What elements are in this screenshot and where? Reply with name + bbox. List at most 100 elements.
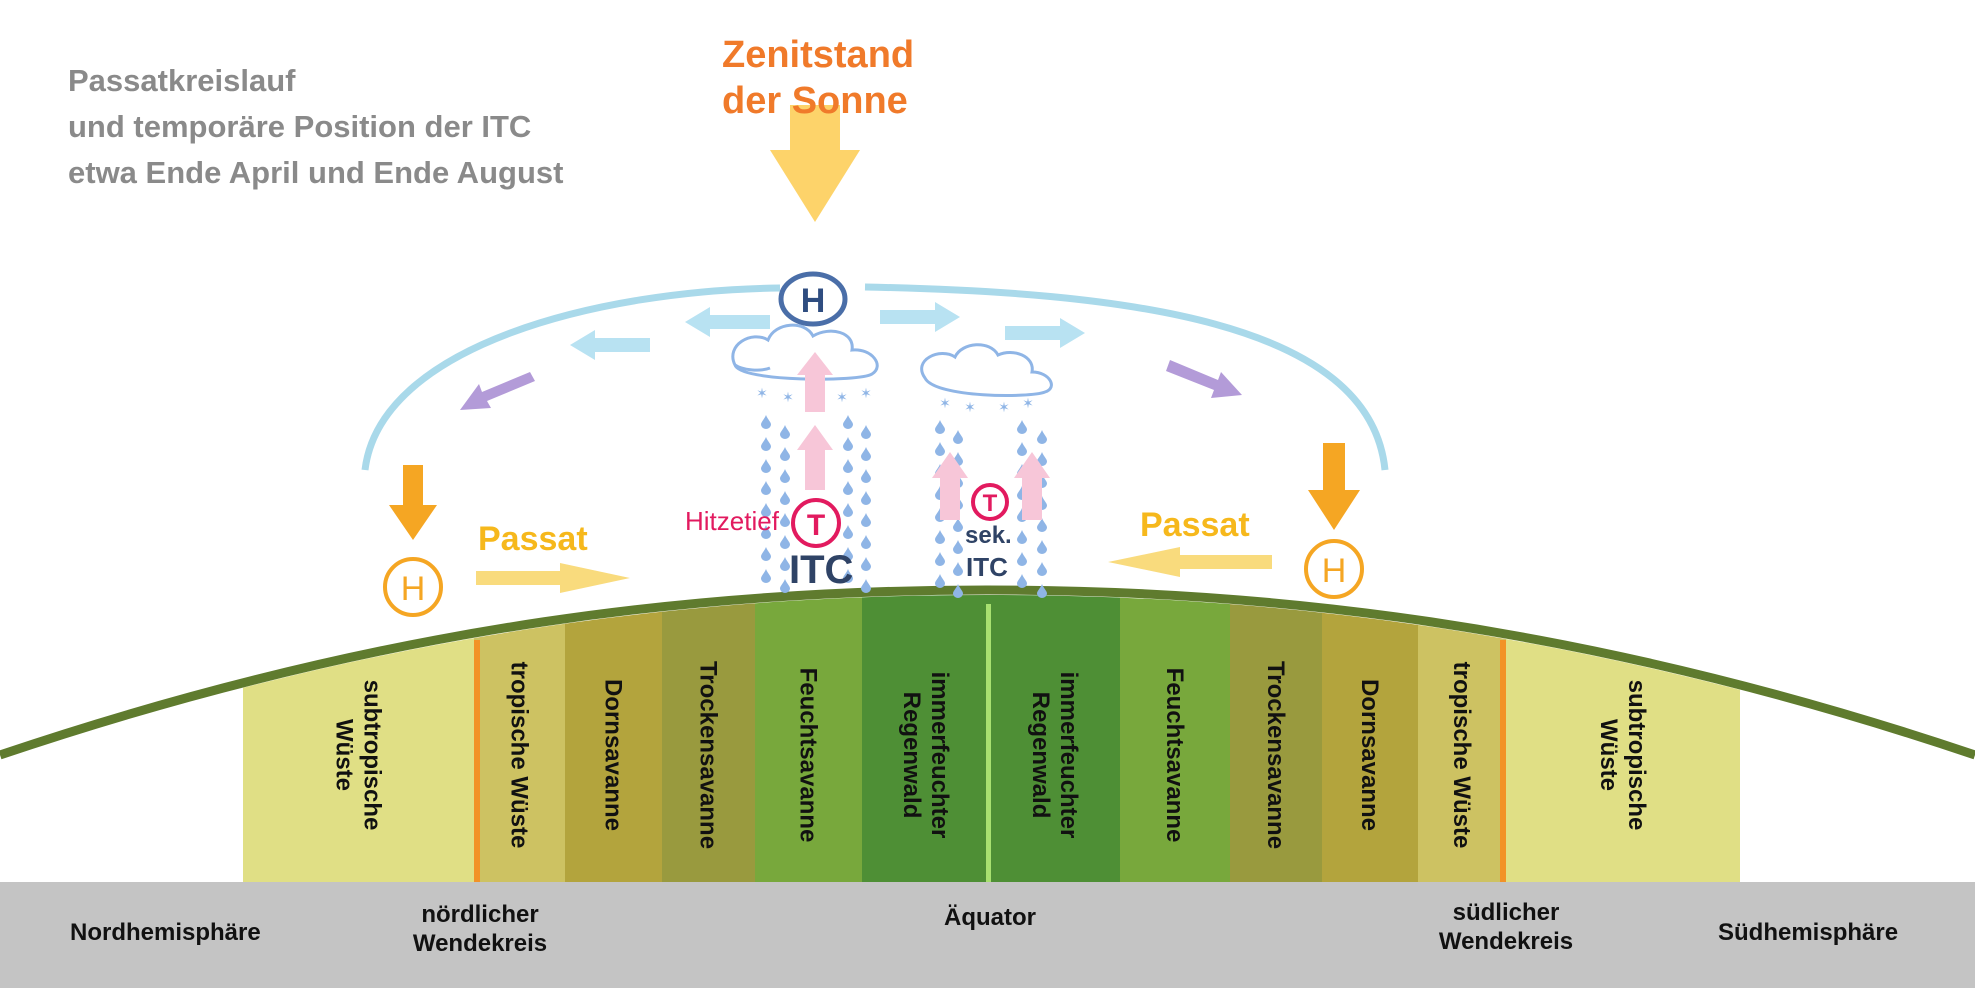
rain-drop bbox=[953, 562, 963, 576]
rain-drop bbox=[780, 469, 790, 483]
rain-drop bbox=[843, 415, 853, 429]
itc-heat-low: T bbox=[791, 498, 841, 548]
zone-band-5 bbox=[755, 595, 862, 882]
zone-band-12 bbox=[1506, 595, 1740, 882]
rain-drop bbox=[861, 535, 871, 549]
rain-drop bbox=[761, 459, 771, 473]
sun-zenith-label: Zenitstand der Sonne bbox=[722, 32, 914, 124]
rain-drop bbox=[953, 430, 963, 444]
zone-label-3: Dornsavanne bbox=[600, 679, 627, 831]
zone-band-2 bbox=[474, 595, 565, 882]
southern-tropic-label: südlicher Wendekreis bbox=[1436, 898, 1576, 956]
snowflake-icon: ✶ bbox=[860, 385, 872, 401]
zone-labels: subtropischeWüste tropische Wüste Dornsava… bbox=[331, 661, 1651, 849]
south-passat-label: Passat bbox=[1140, 506, 1250, 544]
rain-drop bbox=[780, 535, 790, 549]
rain-drop bbox=[935, 530, 945, 544]
snowflake-icon: ✶ bbox=[836, 389, 848, 405]
upper-high-label: H bbox=[801, 282, 826, 320]
upper-arrow-1 bbox=[685, 307, 770, 337]
rain-drop bbox=[843, 481, 853, 495]
snowflake-icon: ✶ bbox=[964, 399, 976, 415]
equator-line bbox=[986, 604, 991, 882]
rain-drop bbox=[861, 557, 871, 571]
rain-drop bbox=[843, 525, 853, 539]
sun-label-line-1: Zenitstand bbox=[722, 34, 915, 76]
snowflake-icon: ✶ bbox=[939, 395, 951, 411]
sun-zenith-arrow bbox=[770, 105, 860, 222]
zone-label-11: tropische Wüste bbox=[1448, 662, 1475, 849]
secondary-low-label: T bbox=[983, 490, 998, 517]
rain-drop bbox=[1037, 540, 1047, 554]
title-line-3: etwa Ende April und Ende August bbox=[68, 155, 564, 190]
rain-drop bbox=[761, 437, 771, 451]
south-surface-high: H bbox=[1304, 539, 1364, 599]
secondary-itc-label-2: ITC bbox=[966, 552, 1008, 582]
rain-drop bbox=[1017, 530, 1027, 544]
diagram-title: Passatkreislauf und temporäre Position d… bbox=[68, 58, 563, 196]
zone-band-3 bbox=[565, 595, 662, 882]
rain-drop bbox=[843, 459, 853, 473]
circulation-arc bbox=[361, 283, 1389, 471]
rain-drop bbox=[780, 425, 790, 439]
south-passat-arrow bbox=[1108, 547, 1272, 577]
northern-tropic-line2: Wendekreis bbox=[412, 930, 548, 957]
hitzetief-label: Hitzetief bbox=[685, 506, 780, 536]
title-line-2: und temporäre Position der ITC bbox=[68, 109, 532, 144]
upper-high-pressure: H bbox=[778, 271, 848, 327]
rain-drop bbox=[1017, 574, 1027, 588]
rain-drop bbox=[861, 491, 871, 505]
itc-low-label: T bbox=[807, 509, 825, 542]
snowflake-icon: ✶ bbox=[782, 389, 794, 405]
zone-band-6 bbox=[862, 595, 990, 882]
zone-label-5: Feuchtsavanne bbox=[795, 668, 822, 843]
southern-tropic-line bbox=[1500, 640, 1506, 882]
zone-label-7: immerfeuchterRegenwald bbox=[1027, 672, 1082, 839]
upper-arrow-3 bbox=[880, 302, 960, 332]
upper-arrow-4 bbox=[1005, 318, 1085, 348]
north-passat-label: Passat bbox=[478, 520, 588, 558]
rain-drop bbox=[761, 415, 771, 429]
rain-drop bbox=[843, 503, 853, 517]
rain-drop bbox=[1037, 562, 1047, 576]
itc-cloud bbox=[731, 323, 879, 381]
itc-rising-arrows bbox=[797, 352, 833, 490]
northern-tropic-label: nördlicher Wendekreis bbox=[410, 900, 550, 958]
rain-drop bbox=[780, 513, 790, 527]
rain-drop bbox=[861, 447, 871, 461]
zone-label-1: subtropischeWüste bbox=[331, 680, 386, 831]
zone-band-10 bbox=[1322, 595, 1418, 882]
equator-label: Äquator bbox=[944, 904, 1036, 931]
zone-label-10: Dornsavanne bbox=[1356, 679, 1383, 831]
rain-drop bbox=[780, 447, 790, 461]
rain-drop bbox=[1017, 420, 1027, 434]
southern-hemisphere-label: Südhemisphäre bbox=[1718, 919, 1899, 946]
secondary-itc-rising-arrows bbox=[932, 452, 1050, 520]
rain-drop bbox=[953, 518, 963, 532]
rain-drop bbox=[1017, 442, 1027, 456]
zone-band-1 bbox=[243, 595, 474, 882]
northern-hemisphere-label: Nordhemisphäre bbox=[70, 919, 261, 946]
upper-outflow-arrows bbox=[570, 302, 1085, 360]
south-high-label: H bbox=[1322, 552, 1347, 590]
rain-drop bbox=[935, 420, 945, 434]
rain-drop bbox=[1037, 518, 1047, 532]
secondary-itc-rain-column: ✶✶✶✶ bbox=[935, 395, 1047, 598]
left-subsidence-arrow bbox=[389, 465, 437, 540]
rain-drop bbox=[761, 481, 771, 495]
northern-tropic-line bbox=[474, 640, 480, 882]
sun-label-line-2: der Sonne bbox=[722, 80, 908, 122]
itc-label: ITC bbox=[789, 548, 853, 592]
left-descending-arrow bbox=[460, 372, 535, 410]
rain-drop bbox=[861, 513, 871, 527]
zone-label-9: Trockensavanne bbox=[1262, 661, 1289, 849]
rain-drop bbox=[780, 491, 790, 505]
rain-drop bbox=[843, 437, 853, 451]
zone-label-6: immerfeuchterRegenwald bbox=[898, 672, 953, 839]
rain-drop bbox=[935, 442, 945, 456]
rain-drop bbox=[935, 574, 945, 588]
itc-rain-column: ✶✶✶✶ bbox=[756, 385, 872, 593]
rain-drop bbox=[1017, 552, 1027, 566]
zone-band-11 bbox=[1418, 595, 1506, 882]
